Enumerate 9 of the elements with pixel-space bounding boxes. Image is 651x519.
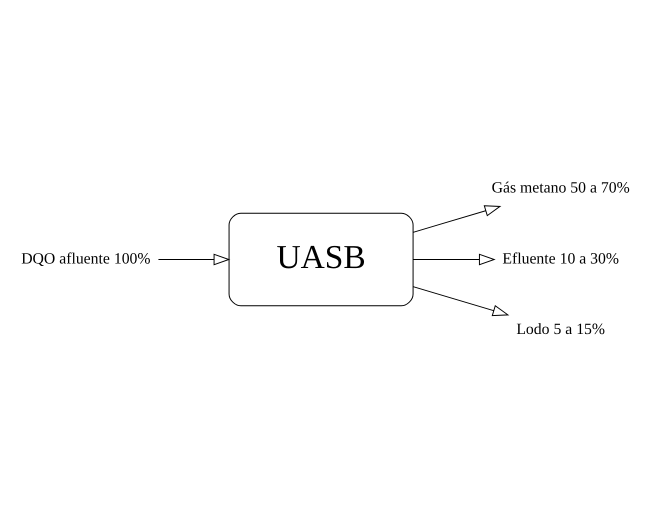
arrow: [158, 254, 230, 266]
node-text: Lodo 5 a 15%: [516, 321, 606, 338]
node-box: UASB: [228, 212, 414, 306]
node-text: DQO afluente 100%: [21, 250, 151, 268]
arrow: [412, 205, 502, 233]
arrow: [412, 286, 510, 316]
node-text: Efluente 10 a 30%: [502, 250, 620, 268]
arrow: [412, 254, 496, 266]
node-text: Gás metano 50 a 70%: [492, 179, 630, 196]
